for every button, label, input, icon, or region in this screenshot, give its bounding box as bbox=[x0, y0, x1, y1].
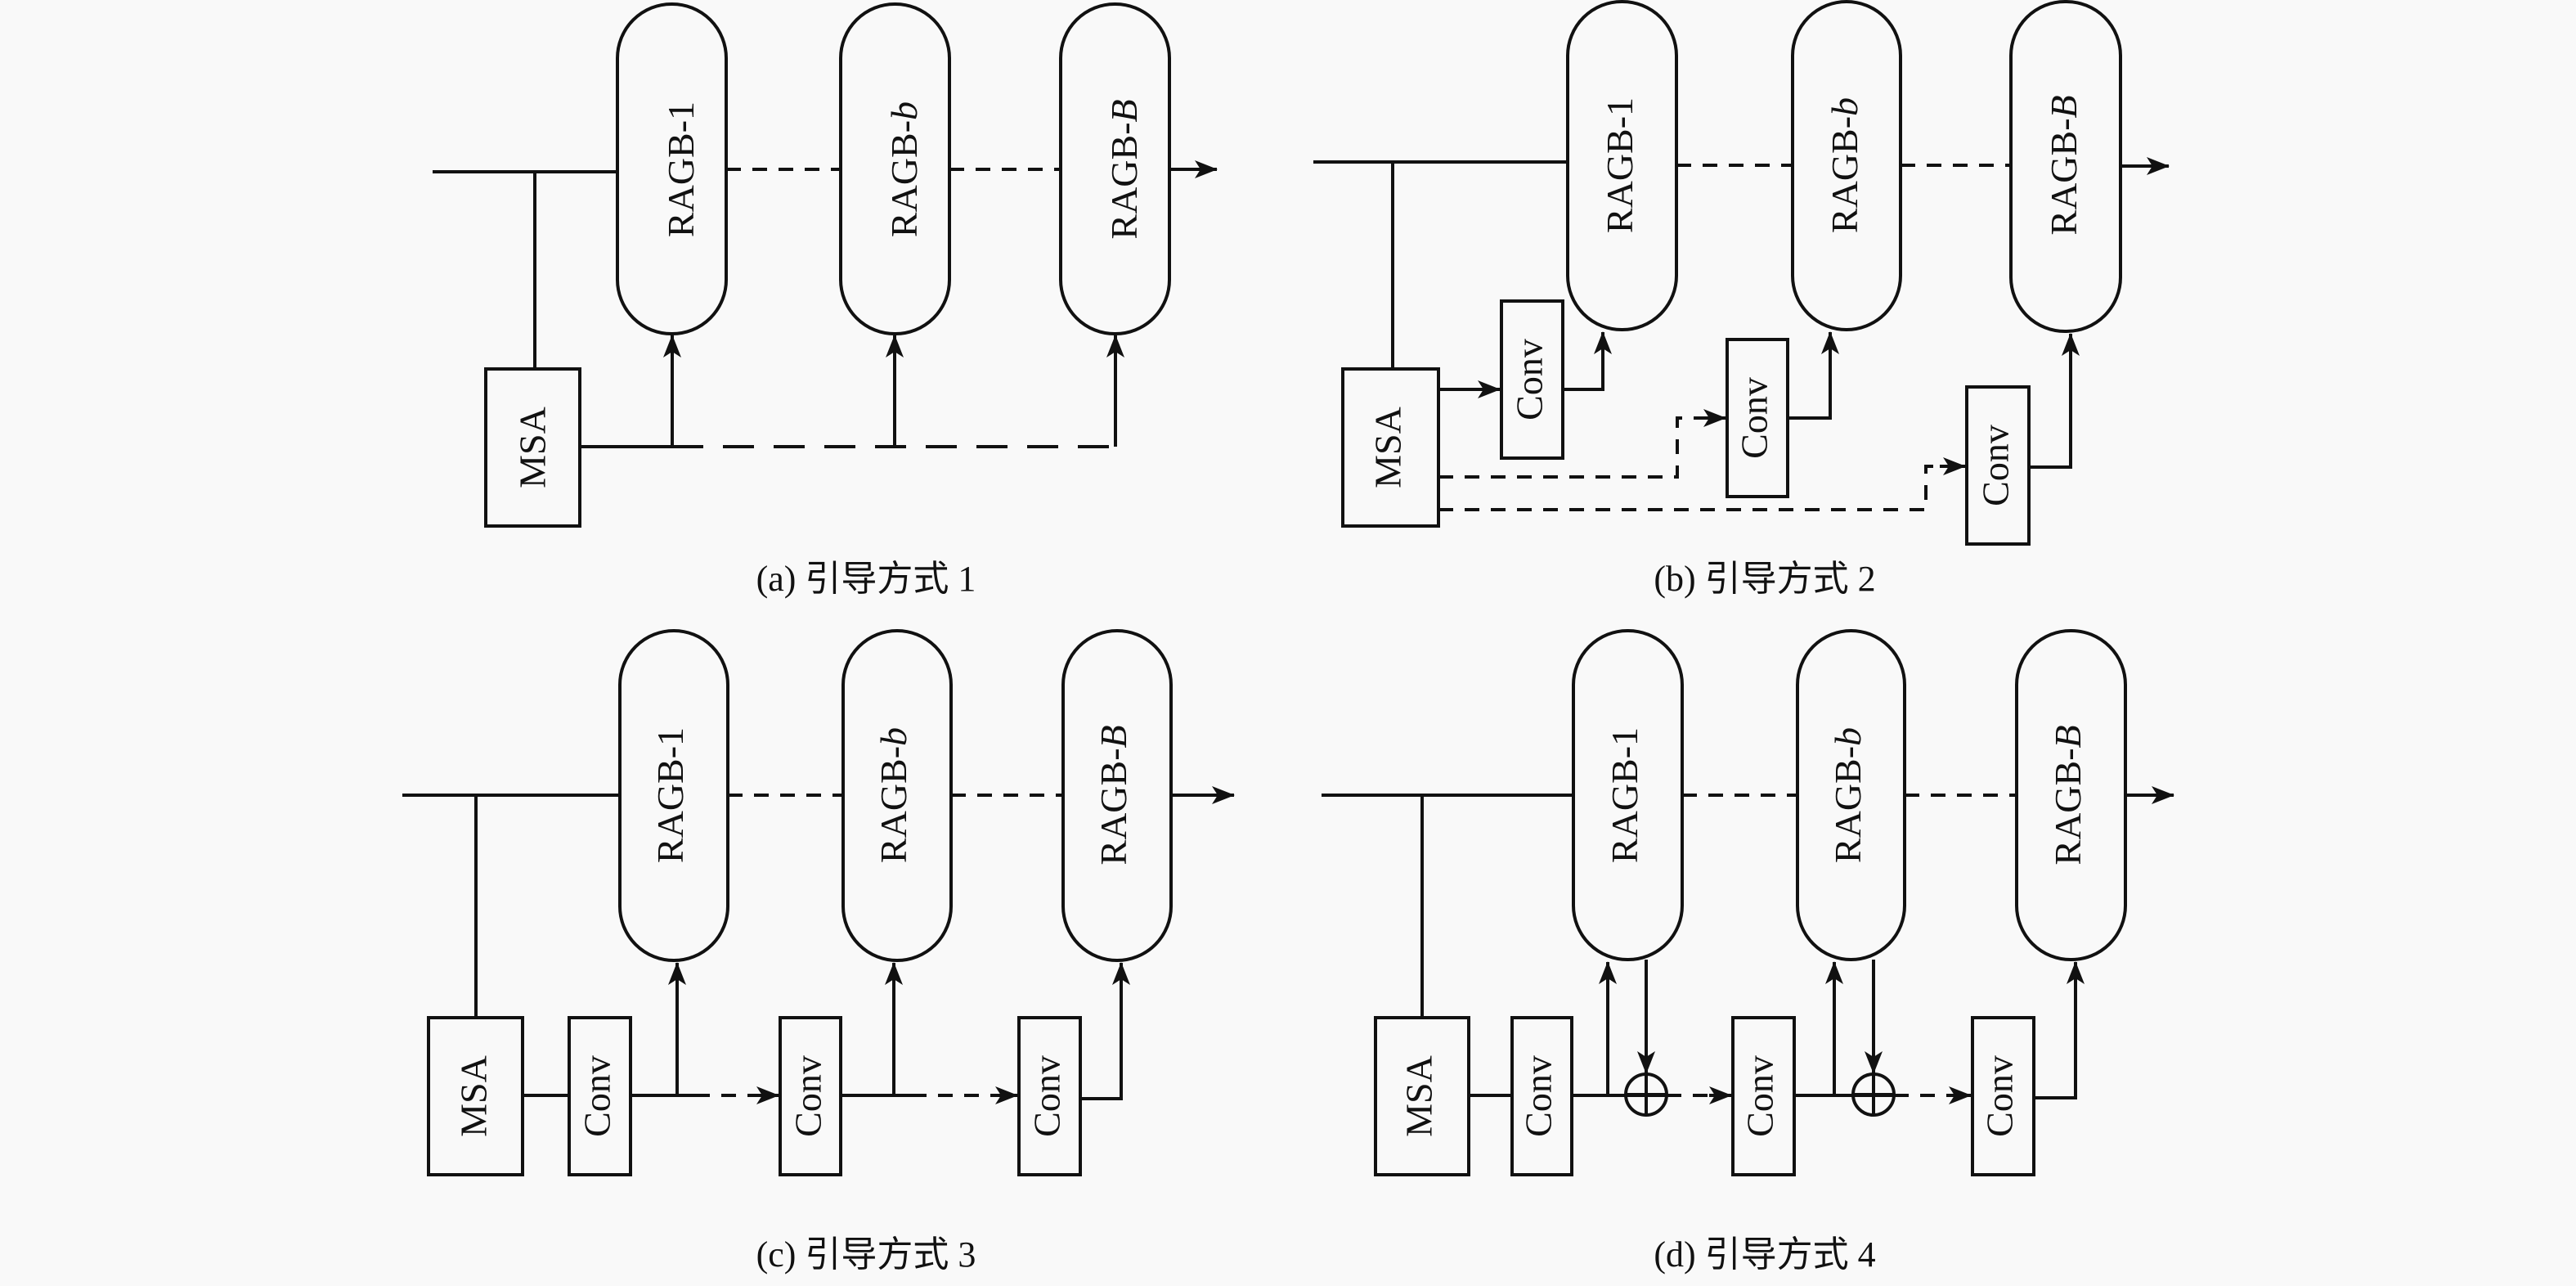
conv-label-1: Conv bbox=[1509, 339, 1551, 420]
panel-b: RAGB-1 RAGB-b RAGB-B MSA Conv Conv Conv … bbox=[1313, 0, 2170, 599]
msa-box bbox=[1374, 1016, 1470, 1176]
conv-box-2 bbox=[779, 1016, 842, 1176]
conv-box-3 bbox=[1971, 1016, 2035, 1176]
ragb-block-B bbox=[1061, 629, 1173, 962]
ragb-block-1 bbox=[618, 629, 729, 962]
msa-label: MSA bbox=[453, 1055, 495, 1137]
conv-label-3: Conv bbox=[1026, 1055, 1068, 1137]
ragb-block-B bbox=[2015, 629, 2127, 961]
ragb-label-b: RAGB-b bbox=[883, 101, 925, 237]
conv3-to-ragbB-arrow bbox=[1080, 962, 1130, 1100]
ragb-label-1: RAGB-1 bbox=[649, 727, 691, 863]
ragb-label-1: RAGB-1 bbox=[1599, 97, 1640, 233]
ragb-label-b: RAGB-b bbox=[1824, 97, 1865, 233]
conv3-to-ragbB-arrow bbox=[2029, 333, 2080, 469]
caption-c: (c) 引导方式 3 bbox=[756, 1234, 976, 1275]
ragb-block-b bbox=[1796, 629, 1906, 961]
ragb-label-1: RAGB-1 bbox=[1604, 727, 1645, 863]
conv-box-1 bbox=[1500, 299, 1564, 460]
conv-label-3: Conv bbox=[1975, 425, 2017, 506]
ragb-block-B bbox=[2009, 0, 2122, 333]
ragb-block-b bbox=[841, 629, 953, 962]
ragb-label-B: RAGB-B bbox=[1093, 725, 1134, 865]
ragb-block-b bbox=[839, 2, 951, 335]
add-icon bbox=[1851, 1072, 1896, 1117]
msa-label: MSA bbox=[1398, 1055, 1440, 1137]
conv-box-1 bbox=[568, 1016, 632, 1176]
ragb-block-1 bbox=[616, 2, 728, 335]
conv-label-2: Conv bbox=[1739, 1055, 1781, 1137]
conv2-to-ragbb-arrow bbox=[1788, 331, 1839, 420]
msa-label: MSA bbox=[512, 407, 554, 488]
conv-label-1: Conv bbox=[577, 1055, 618, 1137]
ragb-label-B: RAGB-B bbox=[2047, 725, 2089, 865]
msa-to-conv3-dashed-line bbox=[1438, 465, 1940, 511]
conv3-to-ragbB-arrow bbox=[2034, 961, 2085, 1099]
ragb-block-1 bbox=[1572, 629, 1684, 961]
conv1-to-ragb1-arrow bbox=[1563, 331, 1612, 391]
ragb-block-b bbox=[1791, 0, 1902, 331]
ragb-block-1 bbox=[1566, 0, 1678, 331]
msa-label: MSA bbox=[1367, 407, 1409, 488]
conv-box-3 bbox=[1017, 1016, 1082, 1176]
panel-d: RAGB-1 RAGB-b RAGB-B MSA Conv Conv Conv … bbox=[1322, 629, 2174, 1275]
conv-box-1 bbox=[1510, 1016, 1573, 1176]
msa-box bbox=[1341, 367, 1440, 528]
caption-a: (a) 引导方式 1 bbox=[756, 559, 976, 599]
conv-label-2: Conv bbox=[788, 1055, 829, 1137]
ragb-label-b: RAGB-b bbox=[873, 727, 914, 863]
add-icon bbox=[1624, 1072, 1668, 1117]
caption-d: (d) 引导方式 4 bbox=[1654, 1234, 1875, 1275]
panel-a: RAGB-1 RAGB-b RAGB-B MSA (a) 引导方式 1 bbox=[433, 2, 1218, 599]
ragb-label-b: RAGB-b bbox=[1827, 727, 1869, 863]
conv-label-1: Conv bbox=[1518, 1055, 1560, 1137]
msa-box bbox=[427, 1016, 524, 1176]
ragb-label-B: RAGB-B bbox=[2043, 95, 2085, 235]
ragb-block-B bbox=[1059, 2, 1171, 335]
msa-to-conv2-dashed-line bbox=[1438, 416, 1696, 479]
panel-c: RAGB-1 RAGB-b RAGB-B MSA Conv Conv Conv … bbox=[402, 629, 1235, 1275]
ragb-label-1: RAGB-1 bbox=[660, 101, 702, 237]
conv-label-3: Conv bbox=[1979, 1055, 2021, 1137]
caption-b: (b) 引导方式 2 bbox=[1654, 559, 1875, 599]
ragb-label-B: RAGB-B bbox=[1103, 99, 1145, 239]
conv-label-2: Conv bbox=[1734, 377, 1775, 459]
conv-box-3 bbox=[1965, 385, 2031, 546]
